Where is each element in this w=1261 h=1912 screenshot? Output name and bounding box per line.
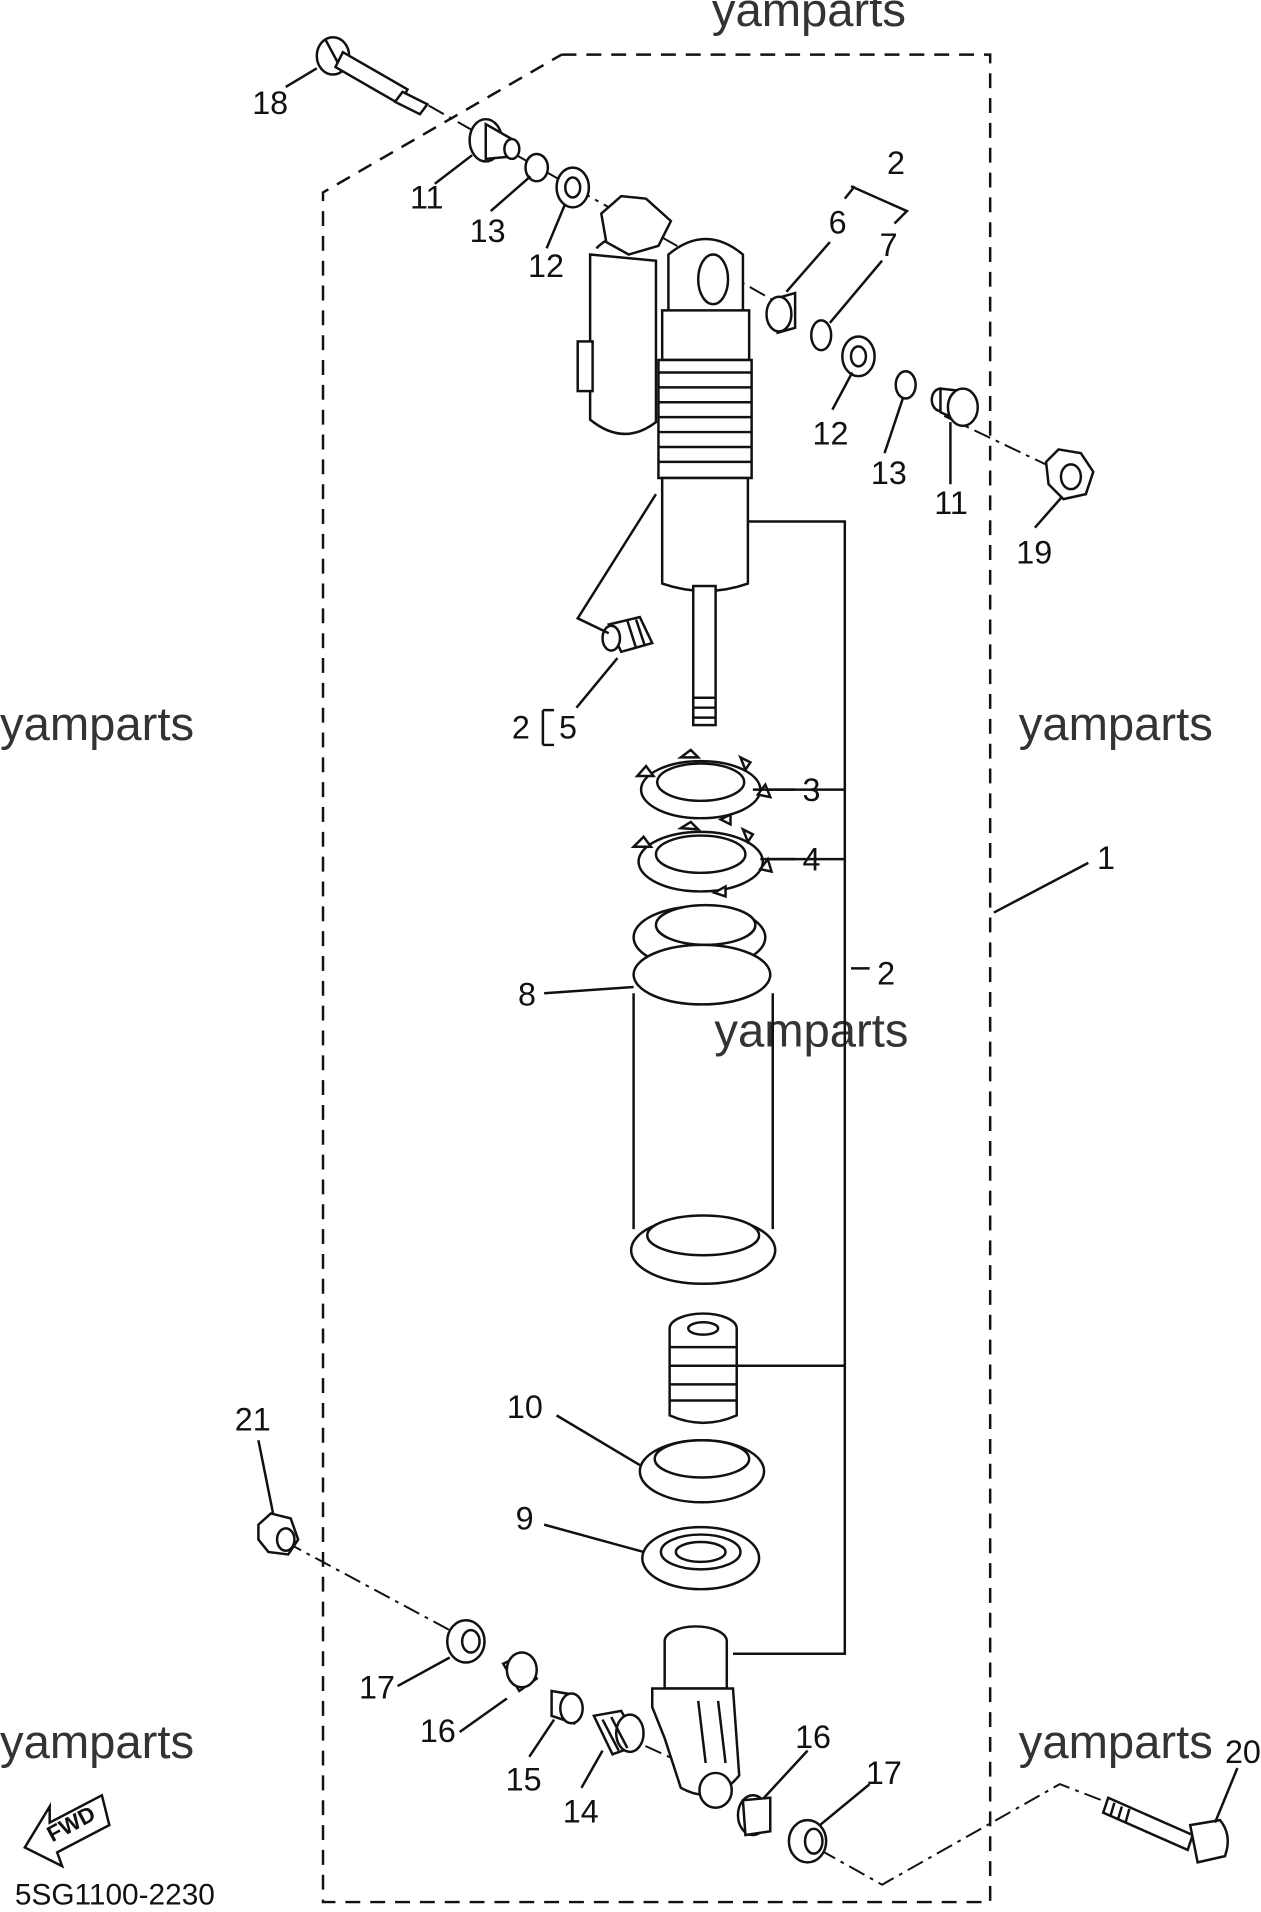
callout-2: 2 <box>512 710 530 746</box>
lower-clevis <box>650 1625 741 1809</box>
part-4-lock-nut <box>630 820 774 899</box>
callout-4: 4 <box>803 841 821 877</box>
watermark: yamparts <box>0 1716 194 1769</box>
part-13-o-ring-right <box>894 369 917 400</box>
callout-20: 20 <box>1225 1734 1261 1770</box>
part-17-collar-left <box>446 1618 486 1664</box>
part-16-seal-left <box>501 1651 539 1693</box>
part-12-seal-right <box>841 335 876 378</box>
callout-13: 13 <box>470 213 506 249</box>
lower-axis-line-right <box>819 1783 1109 1886</box>
part-5-adjuster <box>601 615 654 654</box>
shock-absorber-body <box>576 194 753 727</box>
part-16-seal-right <box>736 1794 772 1837</box>
callout-5: 5 <box>559 710 577 746</box>
callout-7: 7 <box>880 227 898 263</box>
diagram-code: 5SG1100-2230 <box>15 1879 215 1912</box>
callout-14: 14 <box>563 1794 599 1830</box>
callout-16: 16 <box>795 1719 831 1755</box>
leader-line <box>575 493 658 635</box>
callout-17: 17 <box>359 1669 395 1705</box>
part-2-bracket <box>732 520 847 1655</box>
part-11-collar-right <box>930 387 979 428</box>
part-21-nut <box>257 1512 300 1556</box>
part-18-bolt <box>315 36 430 116</box>
callout-8: 8 <box>518 977 536 1013</box>
upper-axis-line-right <box>943 415 1057 471</box>
callout-13: 13 <box>871 455 907 491</box>
callout-10: 10 <box>507 1389 543 1425</box>
leader-lines <box>257 67 1239 1827</box>
callout-21: 21 <box>235 1401 271 1437</box>
part-12-seal-left <box>555 166 591 209</box>
callout-3: 3 <box>803 772 821 808</box>
callout-18: 18 <box>252 85 288 121</box>
fwd-arrow-icon: FWD <box>23 1793 111 1869</box>
part-10-guide <box>638 1438 766 1504</box>
callout-16: 16 <box>420 1713 456 1749</box>
part-13-o-ring-left <box>524 152 550 183</box>
part-3-ring-nut <box>634 748 773 827</box>
part-17-collar-right <box>787 1818 828 1864</box>
callout-6: 6 <box>829 204 847 240</box>
callout-15: 15 <box>506 1761 542 1797</box>
watermark: yamparts <box>1019 698 1213 751</box>
callout-17: 17 <box>866 1755 902 1791</box>
callout-12: 12 <box>813 415 849 451</box>
part-14-bearing <box>592 1709 645 1756</box>
callout-12: 12 <box>528 248 564 284</box>
lower-axis-line-left <box>285 1541 467 1640</box>
callout-19: 19 <box>1016 535 1052 571</box>
part-2-bump-stopper <box>668 1312 738 1424</box>
part-11-collar-left <box>468 117 521 163</box>
callout-11: 11 <box>410 180 444 216</box>
watermark: yamparts <box>714 1005 908 1058</box>
part-7-circlip <box>810 319 833 352</box>
callout-2: 2 <box>877 956 895 992</box>
watermark: yamparts <box>0 698 194 751</box>
watermark: yamparts <box>1019 1716 1213 1769</box>
part-15-collar <box>550 1689 584 1726</box>
part-8-spring <box>629 903 777 1286</box>
assembly-boundary <box>321 53 992 1904</box>
callout-11: 11 <box>934 485 968 521</box>
part-9-spring-seat <box>641 1525 761 1591</box>
part-6-bushing <box>765 291 797 335</box>
callout-9: 9 <box>516 1501 534 1537</box>
part-19-nut <box>1044 448 1095 501</box>
callout-1: 1 <box>1097 840 1115 876</box>
callout-2: 2 <box>887 145 905 181</box>
watermark: yamparts <box>712 0 906 37</box>
part-20-bolt <box>1101 1796 1230 1864</box>
